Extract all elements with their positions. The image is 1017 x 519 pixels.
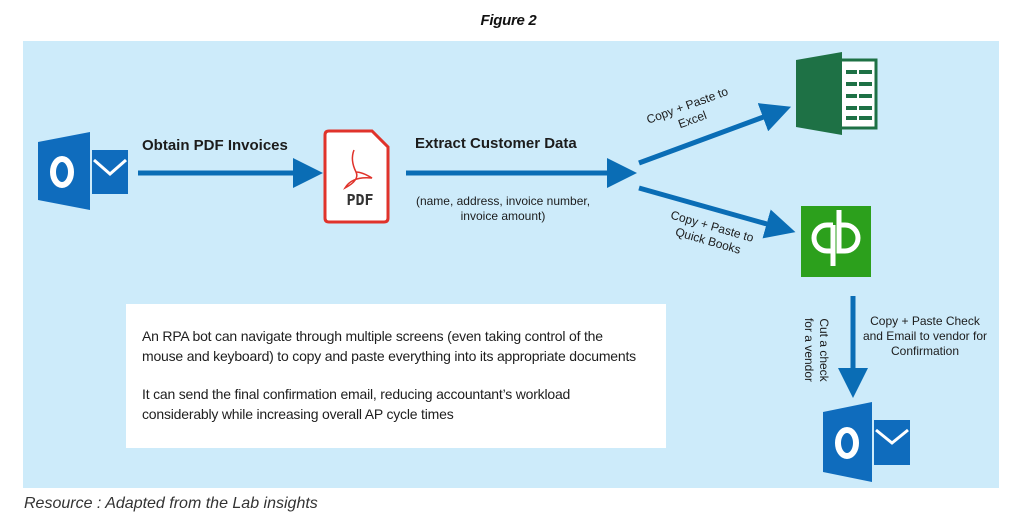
note-p2-line1: It can send the final confirmation email… <box>142 386 571 402</box>
pdf-icon[interactable] <box>323 129 390 224</box>
arrow-to-quickbooks <box>638 185 796 239</box>
outlook-icon[interactable] <box>823 402 910 482</box>
arrow-to-excel <box>638 103 792 166</box>
note-p1-line2: mouse and keyboard) to copy and paste ev… <box>142 348 636 364</box>
quickbooks-icon[interactable] <box>801 206 871 277</box>
edge-sublabel-extract: (name, address, invoice number, invoice … <box>408 194 598 224</box>
note-p2-line2: considerably while increasing overall AP… <box>142 406 454 422</box>
to-vendor-side-line2: for a vendor <box>802 317 816 383</box>
edge-label-to-vendor: Copy + Paste Check and Email to vendor f… <box>862 314 988 359</box>
excel-icon[interactable] <box>796 52 878 135</box>
note-box: An RPA bot can navigate through multiple… <box>126 304 666 448</box>
edge-label-extract: Extract Customer Data <box>415 135 577 152</box>
edge-label-obtain: Obtain PDF Invoices <box>142 137 288 154</box>
figure-title: Figure 2 <box>480 12 537 29</box>
outlook-icon[interactable] <box>38 132 128 210</box>
note-p1-line1: An RPA bot can navigate through multiple… <box>142 328 603 344</box>
edge-side-label-to-vendor: Cut a check for a vendor <box>801 308 831 392</box>
extract-sublabel-line1: (name, address, invoice number, <box>415 194 591 208</box>
extract-sublabel-line2: invoice amount) <box>460 209 546 223</box>
to-vendor-side-line1: Cut a check <box>817 318 831 382</box>
to-vendor-line3: Confirmation <box>890 344 960 358</box>
pdf-label: PDF <box>346 191 374 209</box>
figure-caption: Resource : Adapted from the Lab insights <box>24 495 318 512</box>
to-vendor-line1: Copy + Paste Check <box>870 314 980 328</box>
to-vendor-line2: and Email to vendor for <box>862 329 988 343</box>
